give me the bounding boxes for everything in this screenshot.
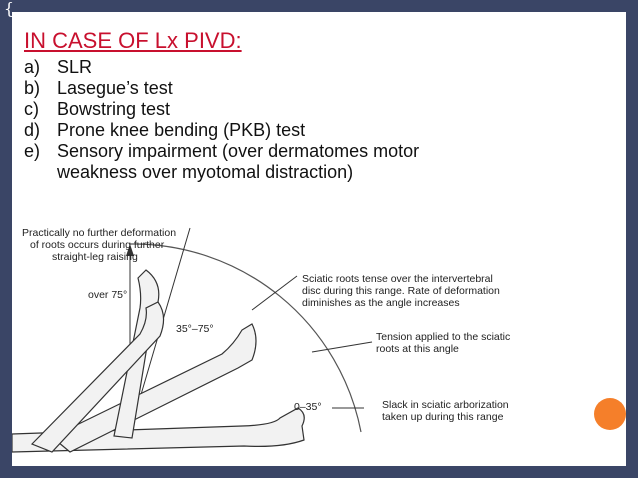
tests-list: a) SLR b) Lasegue’s test c) Bowstring te… (24, 57, 497, 183)
leg-raised-55 (30, 301, 165, 453)
list-item: b) Lasegue’s test (24, 78, 497, 99)
list-marker: b) (24, 78, 41, 98)
note-top: Practically no further deformation of ro… (22, 227, 179, 263)
slide-title: IN CASE OF Lx PIVD: (24, 28, 242, 53)
leader-tension (311, 341, 373, 353)
list-marker: d) (24, 120, 41, 140)
note-tension: Tension applied to the sciatic roots at … (376, 331, 513, 355)
leader-tense (251, 275, 298, 311)
list-item-text: Bowstring test (57, 99, 171, 119)
label-over-75: over 75° (88, 289, 127, 301)
slide: IN CASE OF Lx PIVD: a) SLR b) Lasegue’s … (12, 12, 626, 466)
list-item: a) SLR (24, 57, 497, 78)
range-arc (129, 243, 362, 433)
list-marker: e) (24, 141, 41, 161)
list-item: c) Bowstring test (24, 99, 497, 120)
leg-raised-35 (50, 323, 257, 453)
slr-diagram: Practically no further deformation of ro… (12, 227, 513, 453)
accent-dot (594, 398, 626, 430)
list-item-text: Lasegue’s test (57, 78, 173, 98)
list-item: d) Prone knee bending (PKB) test (24, 120, 497, 141)
list-marker: a) (24, 57, 41, 77)
list-item-text: Sensory impairment (over dermatomes moto… (57, 141, 420, 182)
list-item-text: Prone knee bending (PKB) test (57, 120, 306, 140)
note-slack: Slack in sciatic arborization taken up d… (382, 399, 512, 423)
arrow-head-icon (126, 244, 134, 256)
list-item-text: SLR (57, 57, 93, 77)
label-0-35: 0–35° (294, 401, 322, 413)
label-35-75: 35°–75° (176, 323, 214, 335)
list-marker: c) (24, 99, 39, 119)
note-tense: Sciatic roots tense over the interverteb… (302, 273, 503, 309)
list-item: e) Sensory impairment (over dermatomes m… (24, 141, 497, 183)
brace-icon: { (3, 0, 15, 18)
